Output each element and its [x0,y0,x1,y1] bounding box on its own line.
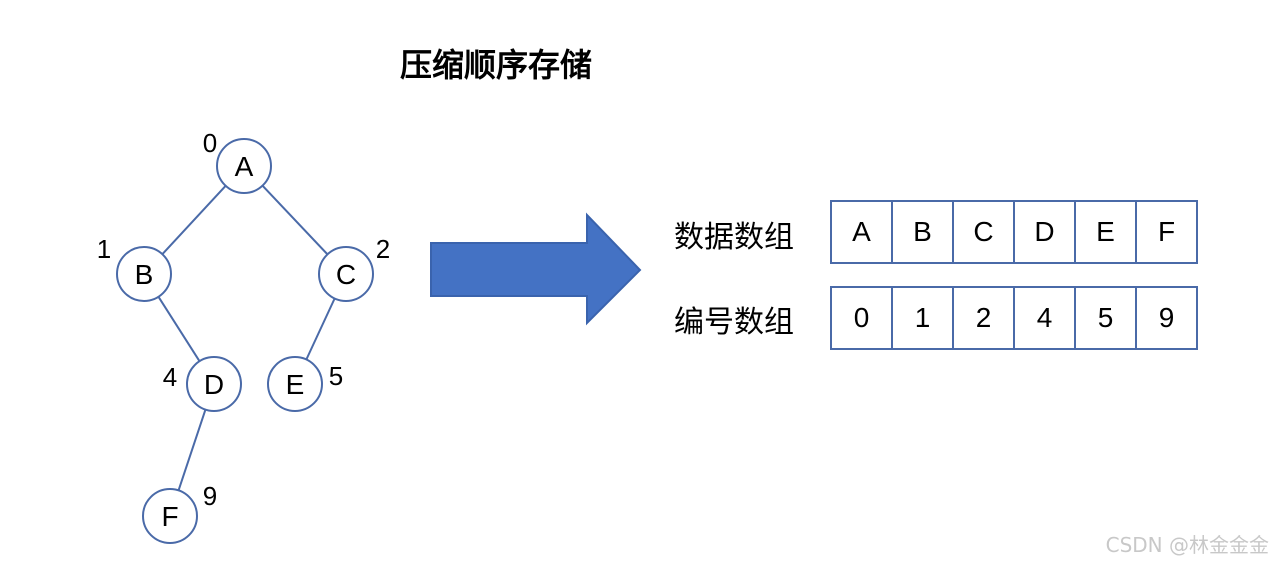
data-array-label: 数据数组 [674,220,794,255]
index-array: 0 1 2 4 5 9 [830,286,1198,350]
index-array-label: 编号数组 [674,305,794,340]
tree-node-b [116,246,172,302]
index-array-cell: 0 [830,286,893,350]
tree-edge-a-b [161,185,227,255]
tree-node-f [142,488,198,544]
tree-node-d [186,356,242,412]
watermark: CSDN @林金金金 [1105,533,1269,557]
tree-node-label: F [161,501,178,532]
index-array-cell: 4 [1013,286,1076,350]
tree-edge-d-f [177,409,207,491]
diagram-title: 压缩顺序存储 [400,46,593,84]
index-array-cell: 9 [1135,286,1198,350]
tree-node-label: D [204,369,224,400]
index-array-cell: 2 [952,286,1015,350]
data-array-cell: C [952,200,1015,264]
tree-node-a [216,138,272,194]
tree-edge-b-d [157,296,201,362]
tree-node-index: 2 [376,234,390,264]
tree-node-c [318,246,374,302]
data-array-cell: E [1074,200,1137,264]
data-array-cell: D [1013,200,1076,264]
tree-node-label: C [336,259,356,290]
tree-node-index: 1 [97,234,111,264]
data-array-cell: A [830,200,893,264]
tree-edge-c-e [305,298,336,360]
tree-node-index: 0 [203,128,217,158]
data-array-cell: B [891,200,954,264]
index-array-cell: 1 [891,286,954,350]
tree-node-e [267,356,323,412]
tree-node-index: 4 [163,362,177,392]
data-array: A B C D E F [830,200,1198,264]
tree-node-label: A [235,151,254,182]
data-array-cell: F [1135,200,1198,264]
tree-edge-a-c [261,184,329,256]
tree-node-index: 9 [203,481,217,511]
tree-node-index: 5 [329,361,343,391]
tree-node-label: E [286,369,305,400]
index-array-cell: 5 [1074,286,1137,350]
right-arrow-icon [430,212,642,326]
tree-node-label: B [135,259,154,290]
